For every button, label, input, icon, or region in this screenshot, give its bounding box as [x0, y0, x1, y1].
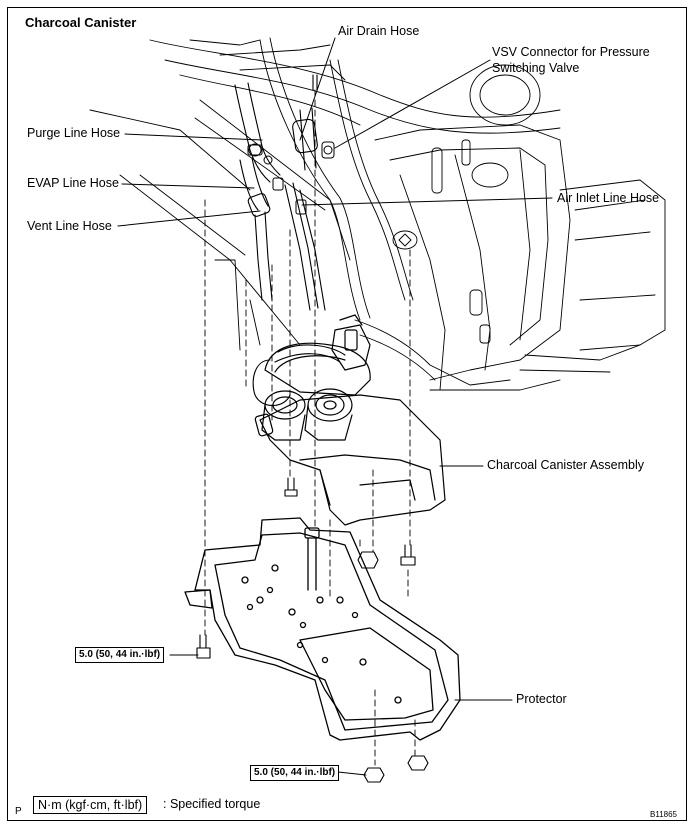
label-protector: Protector: [516, 692, 567, 706]
label-air-drain-hose: Air Drain Hose: [338, 24, 420, 38]
legend-unit-box: N·m (kgf·cm, ft·lbf): [33, 796, 148, 814]
hose-routing: [234, 82, 346, 407]
canister-assembly: [254, 314, 446, 526]
legend-description: : Specified torque: [163, 797, 261, 811]
corner-mark: P: [15, 806, 22, 817]
torque-spec-protector-nut: 5.0 (50, 44 in.·lbf): [250, 765, 340, 781]
label-purge-line-hose: Purge Line Hose: [27, 126, 121, 140]
label-evap-line-hose: EVAP Line Hose: [27, 176, 119, 190]
protector-plate: [184, 517, 461, 741]
figure-code: B11865: [650, 810, 677, 819]
vehicle-body-structure: [89, 37, 666, 391]
figure-frame: [7, 7, 687, 821]
label-air-inlet-line-hose: Air Inlet Line Hose: [557, 191, 660, 205]
diagram-title: Charcoal Canister: [25, 15, 137, 30]
alignment-dashes: [204, 89, 416, 766]
label-vsv-connector-line2: Switching Valve: [492, 61, 580, 75]
label-charcoal-canister-assembly: Charcoal Canister Assembly: [487, 458, 645, 472]
label-vsv-connector-line1: VSV Connector for Pressure: [492, 45, 650, 59]
label-vent-line-hose: Vent Line Hose: [27, 219, 112, 233]
leader-lines: [117, 37, 553, 776]
fasteners: [196, 74, 429, 783]
hose-clamps: [247, 141, 335, 215]
torque-spec-protector-bolt: 5.0 (50, 44 in.·lbf): [75, 647, 165, 663]
